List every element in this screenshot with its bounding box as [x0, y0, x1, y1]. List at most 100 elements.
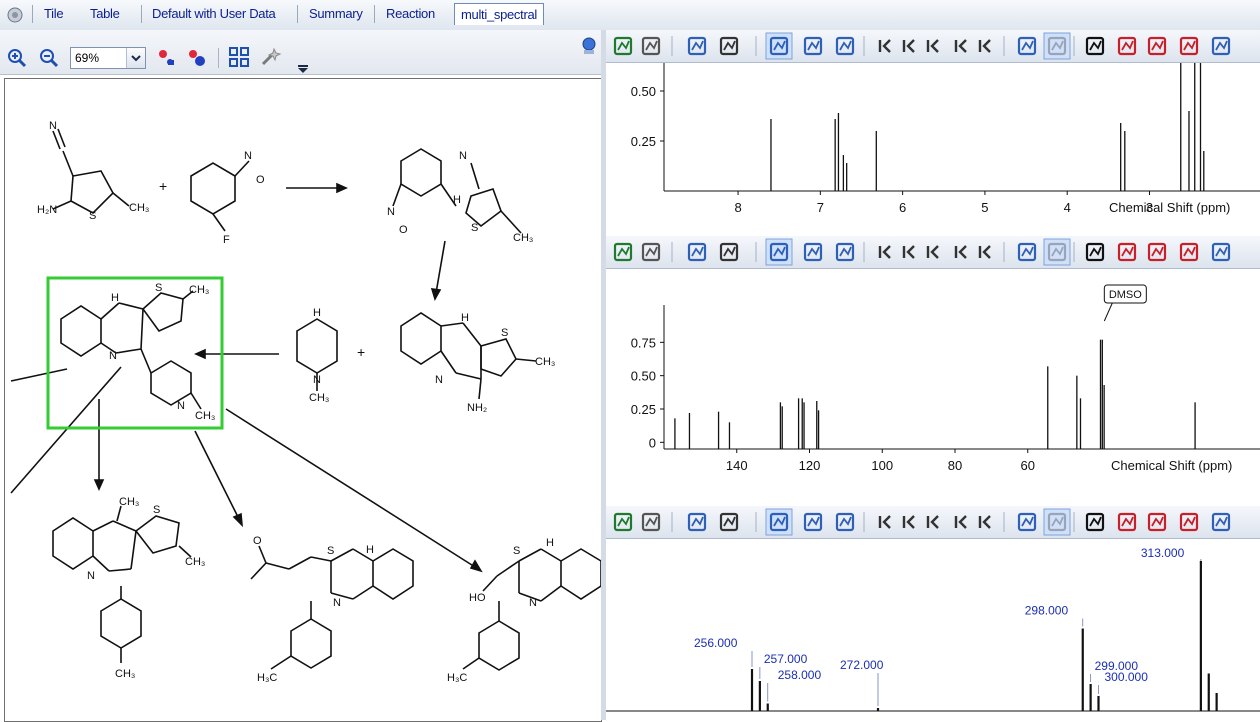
pan-hand-icon[interactable] [719, 242, 739, 262]
x-tick-label: 6 [899, 200, 906, 215]
settings-icon[interactable] [687, 512, 707, 532]
x-tick-label: 80 [948, 458, 962, 473]
reference-icon[interactable] [1147, 242, 1167, 262]
next-icon[interactable] [954, 245, 967, 259]
peak-marker-icon[interactable] [926, 515, 939, 529]
first-icon[interactable] [878, 245, 891, 259]
panel-splitter[interactable] [601, 30, 606, 720]
peak-marker-icon[interactable] [926, 245, 939, 259]
chevron-down-icon[interactable] [126, 48, 145, 68]
expand-icon[interactable] [1211, 242, 1231, 262]
import-spectrum-icon[interactable] [613, 242, 633, 262]
previous-icon[interactable] [902, 245, 915, 259]
annotation-label: DMSO [1109, 289, 1142, 301]
peak-marker-icon[interactable] [926, 39, 939, 53]
first-icon[interactable] [878, 515, 891, 529]
y-tick-label: 0.25 [631, 402, 656, 417]
tab-tile[interactable]: Tile [44, 6, 64, 21]
tab-default-with-user-data[interactable]: Default with User Data [152, 6, 276, 21]
reference-icon[interactable] [1147, 36, 1167, 56]
peak-shape-icon[interactable] [1179, 36, 1199, 56]
peak-pick-icon[interactable] [641, 36, 661, 56]
tab-multi-spectral[interactable]: multi_spectral [454, 3, 544, 25]
fit-view-icon[interactable] [835, 512, 855, 532]
first-icon[interactable] [878, 39, 891, 53]
atom-label: N [387, 206, 395, 218]
baseline-icon[interactable] [1017, 36, 1037, 56]
y-tick-label: 0.50 [631, 84, 656, 99]
atom-label: N [109, 350, 117, 362]
zoom-box-icon[interactable] [765, 238, 793, 266]
multiplet-icon[interactable] [1085, 242, 1105, 262]
zoom-out-icon[interactable] [803, 242, 823, 262]
spectrum-plot[interactable]: 256.000257.000258.000272.000298.000299.0… [606, 539, 1260, 719]
next-icon[interactable] [954, 515, 967, 529]
pan-hand-icon[interactable] [719, 36, 739, 56]
clean-structure-icon[interactable] [260, 46, 282, 68]
atom-label: CH₃ [119, 496, 139, 508]
assign-icon[interactable] [1117, 242, 1137, 262]
multiplet-icon[interactable] [1085, 36, 1105, 56]
atom-label: CH₃ [535, 356, 555, 368]
baseline-icon[interactable] [1017, 512, 1037, 532]
atom-label: CH₃ [115, 668, 135, 680]
app-icon[interactable] [6, 6, 24, 24]
spectrum-toolbar-icons [613, 508, 1231, 536]
settings-icon[interactable] [687, 242, 707, 262]
next-icon[interactable] [954, 39, 967, 53]
integrate-icon[interactable] [1043, 508, 1071, 536]
zoom-out-icon[interactable] [803, 512, 823, 532]
import-spectrum-icon[interactable] [613, 512, 633, 532]
atom-color-icon[interactable] [156, 47, 178, 69]
fit-view-icon[interactable] [835, 242, 855, 262]
integrate-icon[interactable] [1043, 238, 1071, 266]
atom-display-icon[interactable] [186, 47, 208, 69]
tab-summary[interactable]: Summary [309, 6, 363, 21]
zoom-box-icon[interactable] [765, 32, 793, 60]
peak-shape-icon[interactable] [1179, 512, 1199, 532]
x-tick-label: 4 [1064, 200, 1071, 215]
last-icon[interactable] [978, 39, 991, 53]
baseline-icon[interactable] [1017, 242, 1037, 262]
import-spectrum-icon[interactable] [613, 36, 633, 56]
zoom-out-icon[interactable] [38, 47, 60, 69]
previous-icon[interactable] [902, 39, 915, 53]
tab-table[interactable]: Table [90, 6, 120, 21]
last-icon[interactable] [978, 245, 991, 259]
expand-icon[interactable] [1211, 36, 1231, 56]
last-icon[interactable] [978, 515, 991, 529]
expand-icon[interactable] [1211, 512, 1231, 532]
zoom-box-icon[interactable] [765, 508, 793, 536]
reference-icon[interactable] [1147, 512, 1167, 532]
toolbar-overflow-icon[interactable] [292, 54, 314, 76]
zoom-in-icon[interactable] [6, 47, 28, 69]
pin-panel-icon[interactable] [578, 36, 600, 58]
peak-shape-icon[interactable] [1179, 242, 1199, 262]
atom-label: N [49, 120, 57, 132]
atom-label: H₂N [37, 204, 57, 216]
previous-icon[interactable] [902, 515, 915, 529]
peak-label: 300.000 [1105, 670, 1149, 684]
integrate-icon[interactable] [1043, 32, 1071, 60]
atom-label: CH₃ [309, 392, 329, 404]
zoom-select[interactable]: 69% [70, 47, 146, 69]
settings-icon[interactable] [687, 36, 707, 56]
tab-reaction[interactable]: Reaction [386, 6, 435, 21]
peak-pick-icon[interactable] [641, 242, 661, 262]
spectrum-toolbar [606, 506, 1260, 539]
fit-view-icon[interactable] [835, 36, 855, 56]
spectrum-toolbar-icons [613, 238, 1231, 266]
assign-icon[interactable] [1117, 36, 1137, 56]
structure-canvas[interactable]: H₂N S CH₃ N + N O F H N S CH₃ N O H S CH… [4, 78, 602, 722]
assign-icon[interactable] [1117, 512, 1137, 532]
zoom-out-icon[interactable] [803, 36, 823, 56]
selection-box[interactable] [46, 276, 224, 430]
peak-pick-icon[interactable] [641, 512, 661, 532]
multiplet-icon[interactable] [1085, 512, 1105, 532]
layout-icon[interactable] [228, 46, 250, 68]
y-tick-label: 0.25 [631, 134, 656, 149]
x-tick-label: 3 [1146, 200, 1153, 215]
pan-hand-icon[interactable] [719, 512, 739, 532]
